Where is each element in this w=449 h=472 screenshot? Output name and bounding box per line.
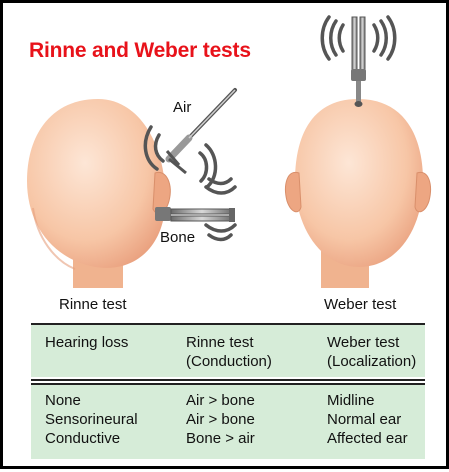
cell-row3-hearing: Conductive [45,430,121,447]
rinne-head-icon [27,99,171,288]
table-body-bg [31,383,425,459]
cell-row2-weber: Normal ear [327,411,402,428]
cell-row1-weber: Midline [327,392,375,409]
rinne-caption: Rinne test [59,296,127,313]
cell-row1-hearing: None [45,392,81,409]
header-rinne-line2: (Conduction) [186,353,272,370]
weber-caption: Weber test [324,296,397,313]
figure-title: Rinne and Weber tests [29,39,251,62]
cell-row2-rinne: Air > bone [186,411,255,428]
header-hearing-loss: Hearing loss [45,334,129,351]
header-weber-line1: Weber test [327,334,400,351]
header-rinne-line1: Rinne test [186,334,254,351]
sound-waves-icon [143,125,237,242]
tuning-fork-bone-icon [155,207,235,222]
cell-row1-rinne: Air > bone [186,392,255,409]
weber-head-icon [285,99,431,288]
cell-row3-weber: Affected ear [327,430,408,447]
table-header-bg [31,325,425,377]
table-header: Hearing loss Rinne test (Conduction) Web… [31,323,425,381]
hearing-loss-table: Hearing loss Rinne test (Conduction) Web… [31,323,425,459]
header-weber-line2: (Localization) [327,353,417,370]
cell-row2-hearing: Sensorineural [45,411,138,428]
cell-row3-rinne: Bone > air [186,430,255,447]
table-body: None Air > bone Midline Sensorineural Ai… [31,383,425,457]
tuning-fork-air-icon [165,88,237,175]
illustration [27,15,431,459]
bone-label: Bone [160,229,196,246]
air-label: Air [173,99,192,116]
tuning-fork-vertex-icon [320,15,397,107]
